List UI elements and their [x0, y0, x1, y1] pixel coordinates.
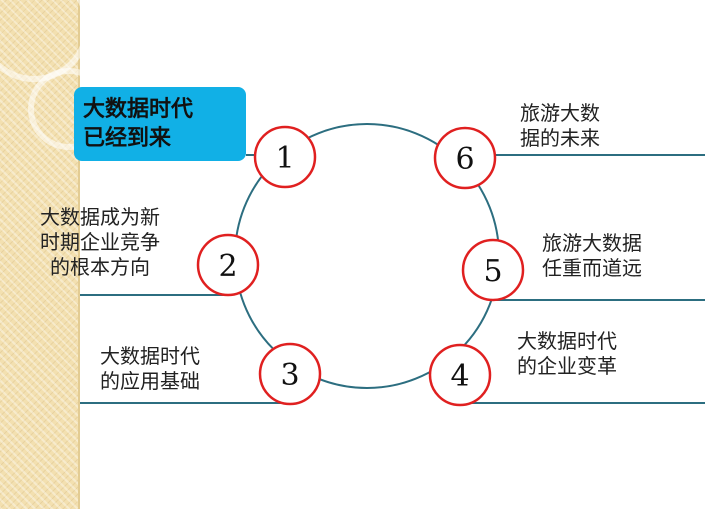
node-1-number: 1 [275, 141, 294, 176]
node-1-circle [253, 125, 317, 189]
center-title-line-2: 已经到来 [83, 126, 172, 151]
node-4-label-line-2: 的企业变革 [517, 354, 617, 378]
node-5-number: 5 [483, 254, 502, 289]
node-6-label-line-1: 旅游大数 [520, 101, 600, 125]
node-3-circle [258, 342, 322, 406]
node-2-circle [196, 233, 260, 297]
node-5-label-line-2: 任重而道远 [542, 256, 642, 280]
node-2-label: 大数据成为新 时期企业竞争 的根本方向 [40, 205, 160, 280]
node-3: 3 [258, 342, 322, 406]
node-5-label-line-1: 旅游大数据 [542, 231, 642, 255]
node-2-number: 2 [218, 249, 237, 284]
node-4-number: 4 [450, 359, 469, 394]
node-4: 4 [428, 343, 492, 407]
node-2: 2 [196, 233, 260, 297]
center-title-box: 大数据时代 已经到来 [74, 87, 246, 161]
node-4-label: 大数据时代 的企业变革 [517, 329, 617, 379]
node-3-number: 3 [280, 358, 299, 393]
node-6: 6 [433, 126, 497, 190]
node-5: 5 [461, 238, 525, 302]
node-6-label-line-2: 据的未来 [520, 126, 600, 150]
node-2-label-line-3: 的根本方向 [50, 255, 150, 279]
decorative-side-band [0, 0, 110, 509]
node-4-circle [428, 343, 492, 407]
node-6-number: 6 [455, 142, 474, 177]
node-6-circle [433, 126, 497, 190]
node-5-label: 旅游大数据 任重而道远 [542, 231, 642, 281]
node-5-circle [461, 238, 525, 302]
center-title: 大数据时代 已经到来 [83, 95, 193, 153]
node-3-label-line-1: 大数据时代 [100, 344, 200, 368]
node-1: 1 [253, 125, 317, 189]
node-3-label: 大数据时代 的应用基础 [100, 344, 200, 394]
node-3-label-line-2: 的应用基础 [100, 369, 200, 393]
node-2-label-line-1: 大数据成为新 [40, 205, 160, 229]
node-4-label-line-1: 大数据时代 [517, 329, 617, 353]
node-2-label-line-2: 时期企业竞争 [40, 230, 160, 254]
center-title-line-1: 大数据时代 [83, 97, 194, 122]
node-6-label: 旅游大数 据的未来 [520, 101, 600, 151]
